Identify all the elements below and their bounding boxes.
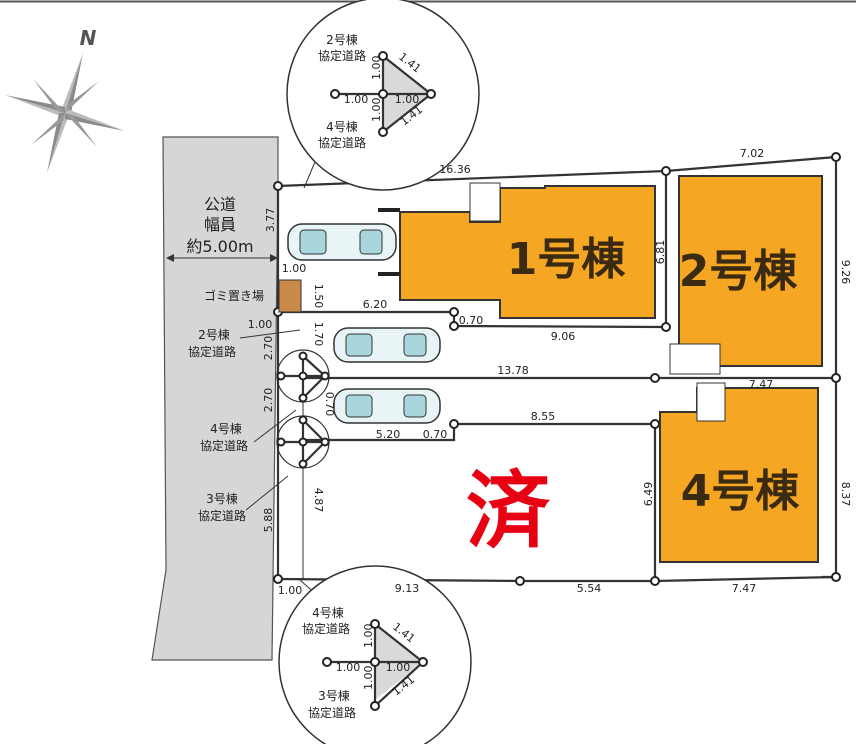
top-inset-dim: 1.00 [370,98,383,123]
dim-6-49: 6.49 [642,482,655,507]
north-label: N [80,26,97,50]
bottom-inset-lower-b: 協定道路 [308,705,356,720]
road-label-size: 約5.00m [186,237,253,256]
dim-left-top: 3.77 [264,208,277,233]
dim-4-87: 4.87 [312,488,325,513]
dim-1-00-b: 1.00 [248,318,273,331]
dim-0-70-a: 0.70 [459,314,484,327]
building-2 [678,175,823,367]
dim-8-37: 8.37 [839,482,852,507]
road4-label-a: 4号棟 [210,421,242,436]
dim-9-06: 9.06 [551,330,576,343]
top-inset-dim: 1.00 [344,93,369,106]
bottom-inset-dim: 1.00 [386,661,411,674]
top-inset-lower-a: 4号棟 [326,119,358,134]
top-inset-upper-b: 協定道路 [318,48,366,63]
car-icon [333,327,441,363]
top-inset-upper-a: 2号棟 [326,32,358,47]
building-4-label: 4号棟 [681,466,801,517]
dim-lot2-right: 9.26 [839,260,852,285]
bottom-inset-dim: 1.00 [362,624,375,649]
dim-7-47-bottom: 7.47 [732,582,757,595]
road2-label-a: 2号棟 [198,327,230,342]
inset-bottom [278,565,472,744]
building-4-entrance [696,382,726,422]
public-road [151,136,279,661]
dim-9-13: 9.13 [395,582,420,595]
building-2-label: 2号棟 [679,246,799,297]
parking-stopper [378,272,400,276]
dim-5-54: 5.54 [577,582,602,595]
road-width-arrow [166,254,278,262]
road3-label-a: 3号棟 [206,491,238,506]
dim-7-47-top: 7.47 [749,378,774,391]
dim-2-70-b: 2.70 [262,388,275,413]
agreement-road-circle-2 [276,349,330,403]
bottom-inset-dim: 1.00 [362,666,375,691]
leader-line [245,475,289,511]
bottom-inset-dim: 1.00 [336,661,361,674]
bottom-inset-upper-a: 4号棟 [312,605,344,620]
bottom-inset-lower-a: 3号棟 [318,688,350,703]
bottom-inset-upper-b: 協定道路 [302,621,350,636]
dim-6-20: 6.20 [363,298,388,311]
building-1-label: 1号棟 [507,234,627,285]
dim-13-78: 13.78 [497,364,529,377]
leader-line [253,409,297,443]
dim-8-55: 8.55 [531,410,556,423]
dim-2-70-a: 2.70 [262,336,275,361]
sold-stamp: 済 [466,461,551,560]
agreement-road-circle-4 [276,415,330,469]
north-compass-icon [5,53,125,173]
top-inset-lower-b: 協定道路 [318,135,366,150]
top-inset-dim: 1.00 [370,56,383,81]
dim-top-lot1: 16.36 [439,163,471,176]
road3-label-b: 協定道路 [198,508,246,523]
leader-line [239,329,301,339]
dim-1-70: 1.70 [312,322,325,347]
dim-gomi-side: 1.50 [312,284,325,309]
road2-label-b: 協定道路 [188,344,236,359]
building-1-entrance [469,182,501,222]
dim-1-00-c: 1.00 [278,584,303,597]
parking-stopper [378,208,400,212]
inset-top [286,0,480,191]
car-icon [287,223,397,261]
dim-top-lot2: 7.02 [740,147,765,160]
top-inset-dim: 1.00 [395,93,420,106]
dim-0-70-v: 0.70 [323,392,336,417]
dim-5-20: 5.20 [376,428,401,441]
building-2-entrance [669,343,721,375]
road4-label-b: 協定道路 [200,438,248,453]
building-1 [399,185,656,319]
car-icon [333,388,441,424]
dim-0-70-b: 0.70 [423,428,448,441]
dim-lot1-inner-right: 6.81 [654,240,667,265]
dim-5-88: 5.88 [262,508,275,533]
road-label-width: 幅員 [204,215,236,234]
dim-gomi-top: 1.00 [282,262,307,275]
road-label-public: 公道 [204,195,236,214]
garbage-label: ゴミ置き場 [204,288,264,303]
garbage-area [278,279,302,313]
